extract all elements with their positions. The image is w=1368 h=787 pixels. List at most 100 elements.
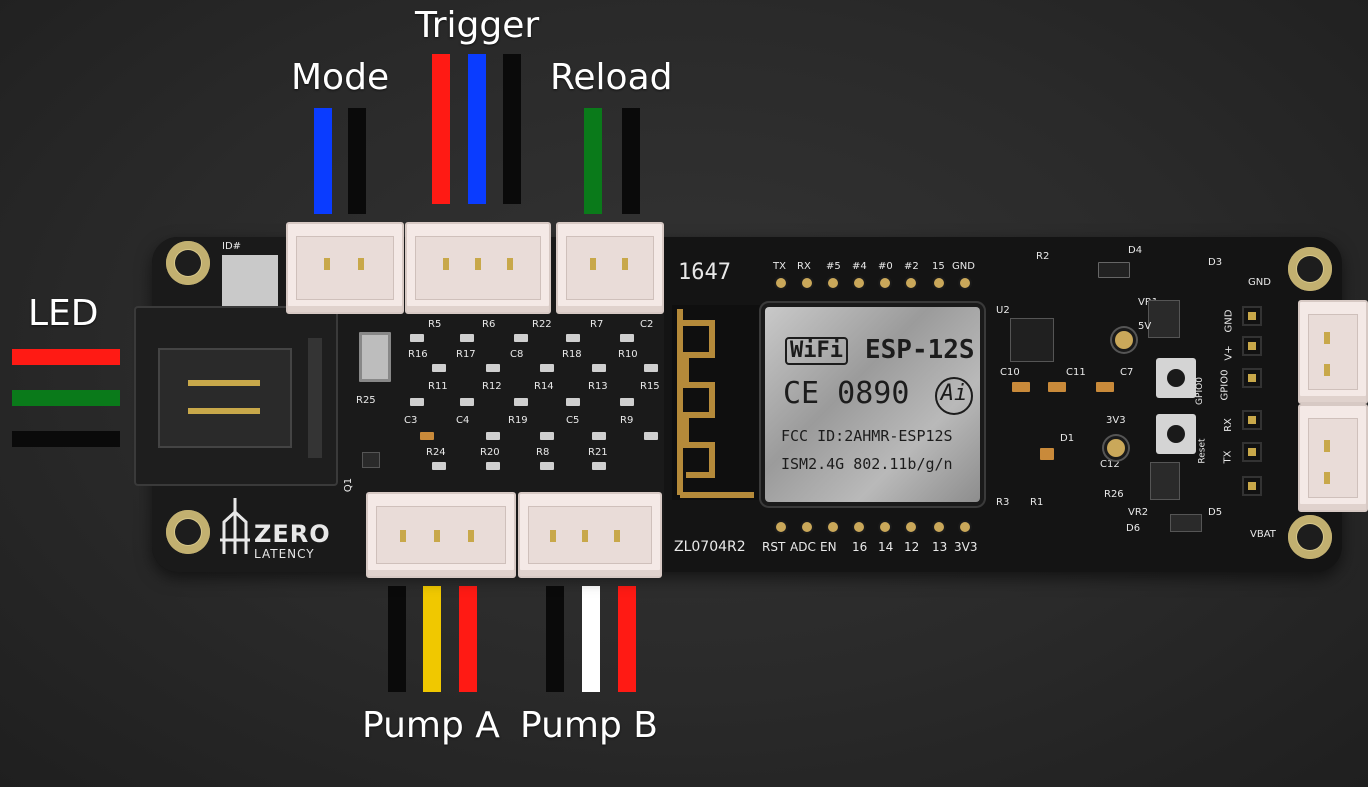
smd-resistor [566, 398, 580, 406]
header-pin [1242, 476, 1262, 496]
module-fcc-id: FCC ID:2AHMR-ESP12S [781, 427, 953, 445]
part-r16: R16 [408, 349, 428, 360]
right-connector-top[interactable] [1298, 300, 1368, 404]
right-label-vbat: VBAT [1250, 529, 1276, 540]
part-r21: R21 [588, 447, 608, 458]
gpio0-button[interactable] [1156, 358, 1196, 398]
bottom-pin-label-en: EN [820, 540, 837, 554]
pump-a-wire-black [388, 586, 406, 692]
smd-resistor [460, 334, 474, 342]
bottom-pin-label-3v3: 3V3 [954, 540, 978, 554]
esp-12s-module: WiFi ESP-12S CE 0890 Ai FCC ID:2AHMR-ESP… [765, 307, 980, 502]
part-d4: D4 [1128, 245, 1143, 256]
pin-pad [878, 520, 892, 534]
smd-resistor [410, 398, 424, 406]
smd-resistor [540, 364, 554, 372]
part-r22: R22 [532, 319, 552, 330]
part-c5: C5 [566, 415, 580, 426]
top-pin-label-rx: RX [797, 261, 811, 272]
mode-wire-blue [314, 108, 332, 214]
module-model: ESP-12S [865, 335, 975, 365]
part-r7: R7 [590, 319, 604, 330]
pin-pad [826, 276, 840, 290]
part-r9: R9 [620, 415, 634, 426]
smd-resistor [514, 334, 528, 342]
mounting-hole-top-right [1288, 247, 1332, 291]
id-label: ID# [222, 241, 242, 252]
smd-resistor [592, 432, 606, 440]
mode-wire-black [348, 108, 366, 214]
pump-a-connector[interactable] [366, 492, 516, 578]
reset-button[interactable] [1156, 414, 1196, 454]
pin-pad [800, 520, 814, 534]
pin-pad [800, 276, 814, 290]
diode [1098, 262, 1130, 278]
pump-b-connector[interactable] [518, 492, 662, 578]
smd-resistor [432, 364, 446, 372]
reload-connector[interactable] [556, 222, 664, 314]
smd-resistor [592, 462, 606, 470]
bottom-pin-label-adc: ADC [790, 540, 816, 554]
bottom-pin-label-rst: RST [762, 540, 786, 554]
part-d6: D6 [1126, 523, 1141, 534]
brand-name: ZERO [254, 520, 331, 548]
trigger-wire-red [432, 54, 450, 204]
ic-chip [1010, 318, 1054, 362]
pin-pad [878, 276, 892, 290]
smd-resistor [592, 364, 606, 372]
right-connector-bottom[interactable] [1298, 404, 1368, 512]
part-c3: C3 [404, 415, 418, 426]
part-r24: R24 [426, 447, 446, 458]
smd-resistor [410, 334, 424, 342]
pump-b-label: Pump B [520, 705, 658, 746]
part-r10: R10 [618, 349, 638, 360]
part-r18: R18 [562, 349, 582, 360]
top-pin-label-4: #4 [852, 261, 867, 272]
top-pin-label-2: #2 [904, 261, 919, 272]
part-c7: C7 [1120, 367, 1134, 378]
pin-pad [932, 520, 946, 534]
led-connector[interactable] [134, 306, 338, 486]
part-r1: R1 [1030, 497, 1044, 508]
smd-resistor [432, 462, 446, 470]
brand-subname: LATENCY [254, 547, 315, 561]
part-c10: C10 [1000, 367, 1020, 378]
side-label-reset: Reset [1197, 438, 1208, 464]
right-label-gpio0: GPIO0 [1219, 369, 1231, 401]
top-pin-label-0: #0 [878, 261, 893, 272]
pump-b-wire-black [546, 586, 564, 692]
trigger-wire-blue [468, 54, 486, 204]
mode-label: Mode [291, 57, 390, 98]
smd-resistor [514, 398, 528, 406]
part-r6: R6 [482, 319, 496, 330]
top-pin-label-5: #5 [826, 261, 841, 272]
header-pin [1242, 368, 1262, 388]
part-r25: R25 [356, 395, 376, 406]
pin-pad [774, 520, 788, 534]
module-ai-logo: Ai [935, 377, 973, 415]
part-d5: D5 [1208, 507, 1223, 518]
part-r17: R17 [456, 349, 476, 360]
part-u2: U2 [996, 305, 1010, 316]
part-r3: R3 [996, 497, 1010, 508]
pin-pad [852, 276, 866, 290]
side-label-3v3: 3V3 [1106, 415, 1126, 426]
part-d1: D1 [1060, 433, 1075, 444]
smd-resistor [460, 398, 474, 406]
voltage-regulator [1148, 300, 1180, 338]
part-c4: C4 [456, 415, 470, 426]
bottom-pin-label-14: 14 [878, 540, 894, 554]
part-r19: R19 [508, 415, 528, 426]
mounting-hole-top-left [166, 241, 210, 285]
pump-b-wire-white [582, 586, 600, 692]
part-r2: R2 [1036, 251, 1050, 262]
wifi-antenna [672, 305, 762, 500]
mode-connector[interactable] [286, 222, 404, 314]
reload-wire-green [584, 108, 602, 214]
right-label-gnd: GND [1223, 309, 1235, 333]
right-label-tx: TX [1222, 450, 1234, 464]
part-c2: C2 [640, 319, 654, 330]
pump-a-wire-red [459, 586, 477, 692]
trigger-label: Trigger [415, 5, 540, 46]
trigger-connector[interactable] [405, 222, 551, 314]
